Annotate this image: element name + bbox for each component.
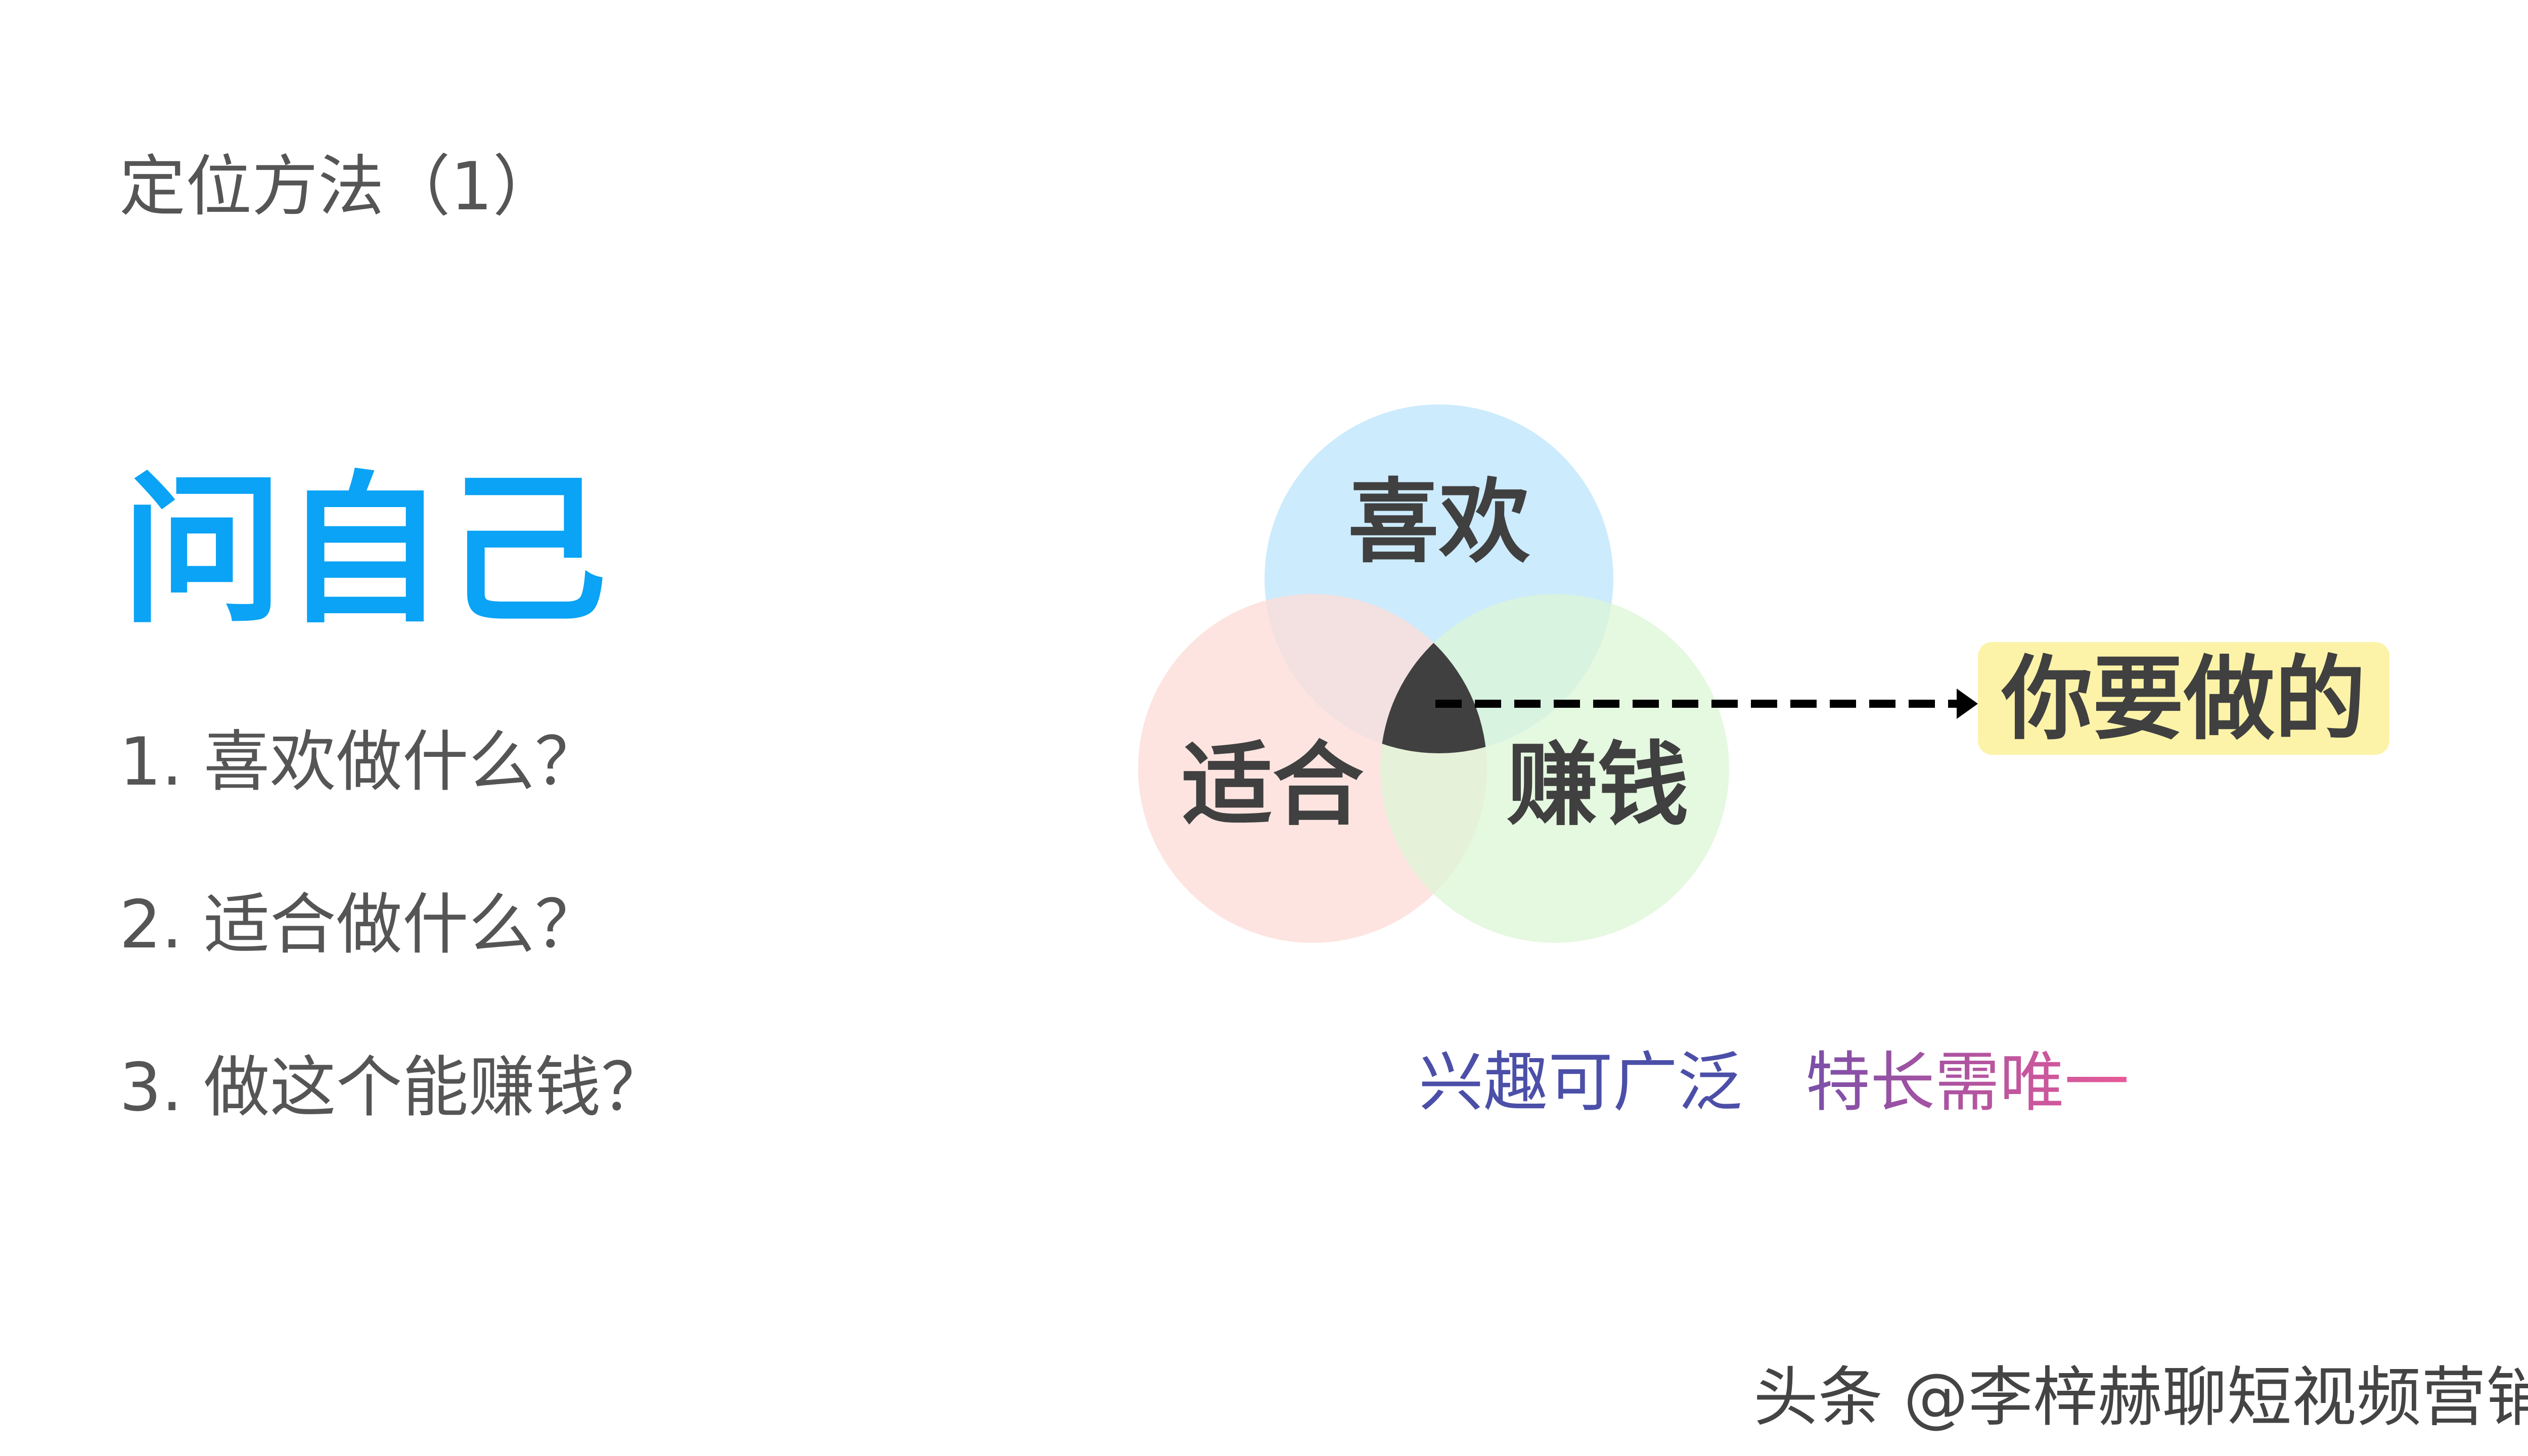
circle-money xyxy=(1380,594,1729,943)
label-money: 赚钱 xyxy=(1507,733,1689,838)
circle-fit xyxy=(1138,594,1487,943)
label-like: 喜欢 xyxy=(1348,470,1530,575)
label-fit: 适合 xyxy=(1182,733,1364,838)
result-box xyxy=(1978,642,2389,755)
question-1: 1. 喜欢做什么？ xyxy=(119,723,601,800)
result-label: 你要做的 xyxy=(2001,647,2366,752)
caption-interest: 兴趣可广泛 xyxy=(1419,1045,1742,1120)
heading: 问自己 xyxy=(121,457,607,645)
arrow-head-icon xyxy=(1957,689,1978,719)
caption-specialty: 特长需唯一 xyxy=(1805,1045,2129,1120)
question-2: 2. 适合做什么？ xyxy=(119,886,601,963)
slide-title: 定位方法（1） xyxy=(119,148,559,225)
question-3: 3. 做这个能赚钱？ xyxy=(119,1049,667,1126)
watermark: 头条 @李梓赫聊短视频营销 xyxy=(1753,1360,2528,1435)
